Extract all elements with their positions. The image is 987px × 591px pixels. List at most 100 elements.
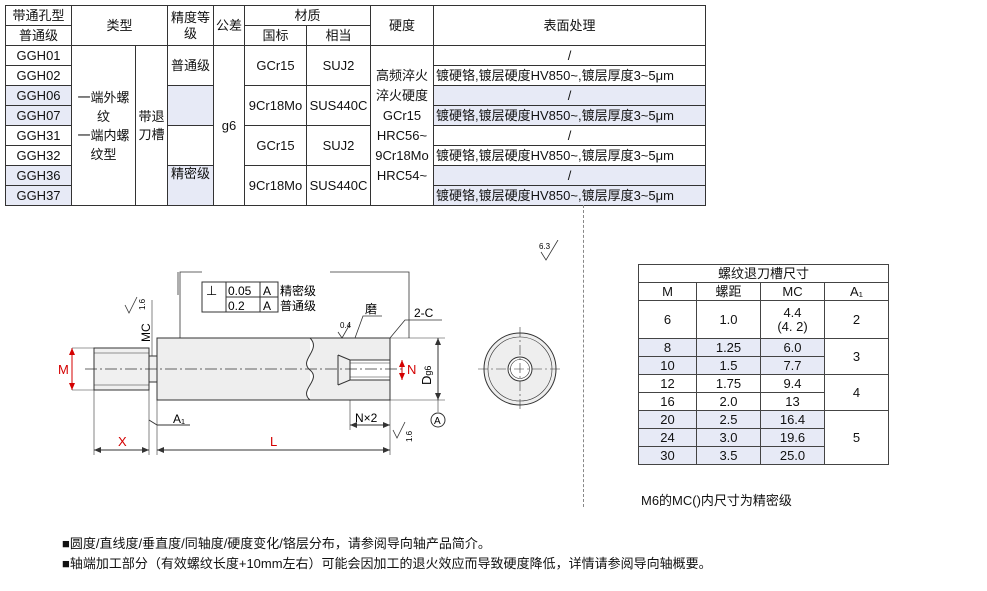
thread-mc-fine: (4. 2): [777, 318, 808, 334]
code-cell: GGH07: [5, 105, 72, 126]
perp-symbol: ⊥: [206, 283, 217, 298]
hardness-line: 9Cr18Mo: [375, 147, 429, 163]
thread-mc-value: 4.4: [783, 304, 802, 320]
surface-cell: 镀硬铬,镀层硬度HV850~,镀层厚度3~5μm: [433, 65, 706, 86]
code-cell: GGH01: [5, 45, 72, 66]
x-label: X: [118, 434, 127, 449]
type-inner: 一端内螺纹型: [77, 127, 130, 162]
datum-a-circle: [430, 412, 446, 428]
header-material-eq: 相当: [306, 25, 371, 46]
datum-ref: A: [263, 284, 271, 298]
thread-mc: 9.4: [760, 374, 825, 393]
code-cell: GGH02: [5, 65, 72, 86]
thread-note: M6的MC()内尺寸为精密级: [641, 493, 792, 508]
spec-table: 带通孔型 类型 精度等级 公差 材质 硬度 表面处理 普通级 国标 相当 GGH…: [5, 5, 706, 206]
hardness-line: HRC56~: [376, 127, 428, 143]
tapped-hole: [349, 359, 391, 381]
surface-cell: 镀硬铬,镀层硬度HV850~,镀层厚度3~5μm: [433, 105, 706, 126]
hardness-line: HRC54~: [376, 167, 428, 183]
thread-table-title: 螺纹退刀槽尺寸: [637, 264, 890, 283]
thread-mc: 4.4 (4. 2): [760, 300, 825, 339]
thread-a1: 4: [823, 374, 890, 411]
code-cell: GGH37: [5, 185, 72, 206]
header-type: 类型: [71, 5, 168, 46]
note-line: ■轴端加工部分（有效螺纹长度+10mm左右）可能会因加工的退火效应而导致硬度降低…: [62, 556, 712, 571]
notes: ■圆度/直线度/垂直度/同轴度/硬度变化/铬层分布，请参阅导向轴产品简介。 ■轴…: [62, 534, 712, 574]
precision-normal: 普通级: [167, 45, 214, 86]
hardness-line: 淬火硬度: [375, 87, 428, 103]
shaft-drawing: ⊥ 0.05 0.2 A A 精密级 普通级 磨 2-C 0.4 1.6 1.6…: [58, 271, 562, 455]
n-label: N: [407, 362, 416, 377]
thread-mc: 6.0: [760, 338, 825, 357]
divider: [583, 205, 584, 507]
code-cell: GGH31: [5, 125, 72, 146]
thread-mc: 19.6: [760, 428, 825, 447]
d-label: Dg6: [419, 366, 434, 385]
precision-fine: 精密级: [167, 165, 214, 206]
thread-pitch: 1.0: [696, 300, 761, 339]
thread-a1: 3: [823, 338, 890, 375]
precision-fine-blank: [167, 125, 214, 166]
thread-pitch: 1.5: [696, 356, 761, 375]
material-b-eq: SUS440C: [306, 85, 371, 126]
label-normal: 普通级: [280, 299, 316, 313]
hardness-line: GCr15: [382, 107, 422, 123]
thread-pitch: 2.5: [696, 410, 761, 429]
surface-cell: /: [433, 165, 706, 186]
tolerance-cell: g6: [213, 45, 245, 206]
thread-mc: 7.7: [760, 356, 825, 375]
a1-label: A₁: [173, 412, 185, 426]
material-a-eq: SUJ2: [306, 125, 371, 166]
grind-label: 磨: [365, 302, 377, 316]
code-cell: GGH36: [5, 165, 72, 186]
mc-label: MC: [139, 323, 153, 342]
thread-pitch: 1.25: [696, 338, 761, 357]
label-fine: 精密级: [280, 283, 316, 298]
m-label: M: [58, 362, 69, 377]
d-label-main: D: [419, 376, 434, 385]
thread-header: A₁: [823, 282, 890, 301]
material-a: GCr15: [244, 125, 307, 166]
header-material: 材质: [244, 5, 371, 26]
thread-m: 10: [638, 356, 697, 375]
precision-normal-blank: [167, 85, 214, 126]
thread-a1: 2: [823, 300, 890, 339]
code-cell: GGH32: [5, 145, 72, 166]
note-line: ■圆度/直线度/垂直度/同轴度/硬度变化/铬层分布，请参阅导向轴产品简介。: [62, 536, 491, 551]
header-tolerance: 公差: [213, 5, 245, 46]
thread-m: 8: [638, 338, 697, 357]
thread-pitch: 3.5: [696, 446, 761, 465]
thread-header: 螺距: [696, 282, 761, 301]
l-label: L: [270, 434, 277, 449]
header-hole-type: 带通孔型: [5, 5, 72, 26]
datum-a-label: A: [434, 416, 441, 427]
hardness-line: 高频淬火: [375, 67, 428, 83]
thread-relief-table: 螺纹退刀槽尺寸 M 螺距 MC A₁ 6 1.0 4.4 (4. 2) 2 8 …: [637, 264, 890, 465]
roughness-value: 6.3: [539, 242, 551, 251]
thread-pitch: 3.0: [696, 428, 761, 447]
material-b-eq: SUS440C: [306, 165, 371, 206]
thread-m: 20: [638, 410, 697, 429]
material-b: 9Cr18Mo: [244, 165, 307, 206]
header-surface: 表面处理: [433, 5, 706, 46]
datum-ref: A: [263, 299, 271, 313]
surface-cell: 镀硬铬,镀层硬度HV850~,镀层厚度3~5μm: [433, 145, 706, 166]
surface-cell: /: [433, 125, 706, 146]
chamfer-label: 2-C: [414, 306, 434, 320]
thread-m: 16: [638, 392, 697, 411]
roughness-symbol: 6.3: [539, 240, 559, 261]
surface-cell: 镀硬铬,镀层硬度HV850~,镀层厚度3~5μm: [433, 185, 706, 206]
header-material-std: 国标: [244, 25, 307, 46]
thread-m: 30: [638, 446, 697, 465]
header-hardness: 硬度: [370, 5, 434, 46]
thread-mc: 25.0: [760, 446, 825, 465]
surface-cell: /: [433, 85, 706, 106]
thread-pitch: 1.75: [696, 374, 761, 393]
thread-m: 12: [638, 374, 697, 393]
surface-cell: /: [433, 45, 706, 66]
material-a-eq: SUJ2: [306, 45, 371, 86]
thread-a1: 5: [823, 410, 890, 465]
thread-m: 24: [638, 428, 697, 447]
thread-header: M: [638, 282, 697, 301]
tol-normal: 0.2: [228, 299, 245, 313]
